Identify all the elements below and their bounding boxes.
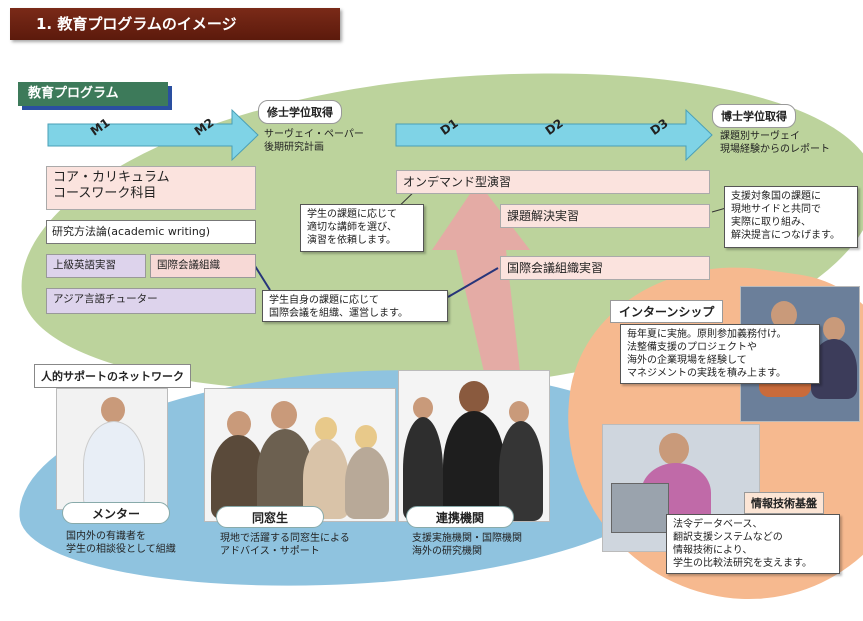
internship-label: インターンシップ	[610, 300, 724, 323]
master-degree-label: 修士学位取得	[258, 100, 342, 124]
doctor-degree-label: 博士学位取得	[712, 104, 796, 128]
mentor-label: メンター	[62, 502, 170, 524]
asian-language-tutor-box: アジア言語チューター	[46, 288, 256, 314]
conference-note: 学生自身の課題に応じて 国際会議を組織、運営します。	[262, 290, 448, 322]
program-label: 教育プログラム	[18, 82, 168, 106]
partner-label: 連携機関	[406, 506, 514, 528]
alumni-photo	[204, 388, 396, 522]
mentor-photo	[56, 388, 168, 510]
timeline-arrow-doctor	[395, 108, 713, 162]
ondemand-note: 学生の課題に応じて 適切な講師を選び、 演習を依頼します。	[300, 204, 424, 252]
master-degree-desc: サーヴェイ・ペーパー 後期研究計画	[264, 129, 364, 153]
timeline-arrow-master	[47, 108, 259, 162]
internship-desc: 毎年夏に実施。原則参加義務付け。 法整備支援のプロジェクトや 海外の企業現場を経…	[620, 324, 820, 384]
diagram-arrows	[47, 108, 727, 372]
it-infrastructure-label: 情報技術基盤	[744, 492, 824, 514]
problem-solving-note: 支援対象国の課題に 現地サイドと共同で 実際に取り組み、 解決提言につなげます。	[724, 186, 858, 248]
mentor-desc: 国内外の有識者を 学生の相談役として組織	[66, 531, 176, 555]
research-method-box: 研究方法論(academic writing)	[46, 220, 256, 244]
alumni-label: 同窓生	[216, 506, 324, 528]
conference-small-box: 国際会議組織	[150, 254, 256, 278]
ondemand-box: オンデマンド型演習	[396, 170, 710, 194]
problem-solving-box: 課題解決実習	[500, 204, 710, 228]
it-infrastructure-desc: 法令データベース、 翻訳支援システムなどの 情報技術により、 学生の比較法研究を…	[666, 514, 840, 574]
doctor-degree-desc: 課題別サーヴェイ 現場経験からのレポート	[720, 131, 830, 155]
partner-desc: 支援実施機関・国際機関 海外の研究機関	[412, 533, 522, 557]
network-label: 人的サポートのネットワーク	[34, 364, 191, 388]
advanced-english-box: 上級英語実習	[46, 254, 146, 278]
partner-photo	[398, 370, 550, 522]
core-curriculum-box: コア・カリキュラム コースワーク科目	[46, 166, 256, 210]
conference-practicum-box: 国際会議組織実習	[500, 256, 710, 280]
alumni-desc: 現地で活躍する同窓生による アドバイス・サポート	[220, 533, 350, 557]
page-title: 1. 教育プログラムのイメージ	[10, 8, 340, 40]
